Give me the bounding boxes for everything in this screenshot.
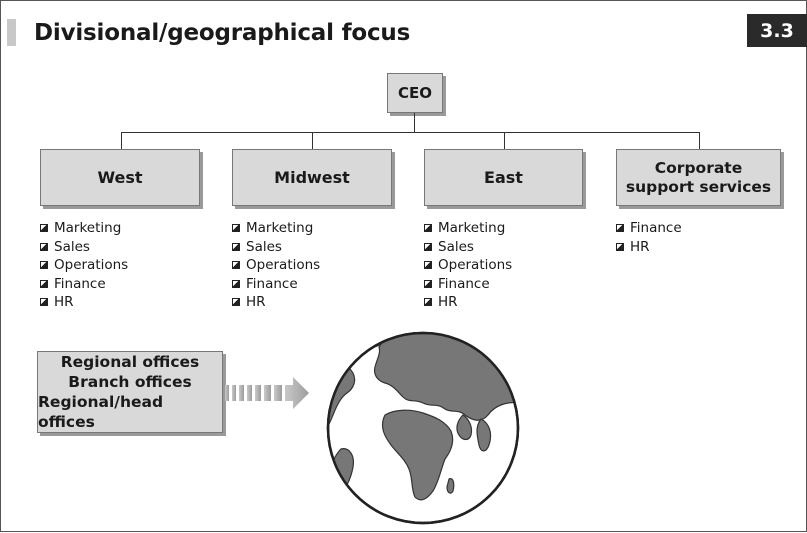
bullet-icon [40,242,48,251]
function-list-west: Marketing Sales Operations Finance HR [40,219,128,312]
division-box-corporate-support: Corporate support services [616,149,781,206]
list-item: Sales [232,238,320,257]
function-list-midwest: Marketing Sales Operations Finance HR [232,219,320,312]
title-accent-bar [7,19,16,46]
connector-corporate [699,132,700,149]
ceo-box: CEO [387,73,443,113]
bullet-icon [232,242,240,251]
offices-box: Regional offices Branch offices Regional… [37,351,223,433]
list-item: Marketing [424,219,512,238]
list-item: HR [616,238,682,257]
list-item: Marketing [40,219,128,238]
bullet-icon [40,279,48,288]
list-item: Sales [424,238,512,257]
division-box-west: West [40,149,200,206]
connector-east [504,132,505,149]
offices-line-regional: Regional offices [60,353,200,371]
bullet-icon [424,261,432,270]
bullet-icon [232,261,240,270]
figure-number-badge: 3.3 [747,14,807,47]
list-item: HR [424,293,512,312]
bullet-icon [232,224,240,232]
bullet-icon [424,224,432,232]
list-item: Finance [232,275,320,294]
division-box-east: East [424,149,583,206]
list-item: HR [40,293,128,312]
list-item: Finance [616,219,682,238]
ceo-connector-vertical [414,113,415,132]
list-item: Operations [232,256,320,275]
list-item: HR [232,293,320,312]
bullet-icon [232,279,240,288]
list-item: Operations [424,256,512,275]
function-list-east: Marketing Sales Operations Finance HR [424,219,512,312]
division-box-midwest: Midwest [232,149,392,206]
offices-line-head: Regional/head offices [38,393,164,431]
bullet-icon [40,261,48,270]
list-item: Operations [40,256,128,275]
offices-line-branch: Branch offices [68,373,192,391]
list-item: Sales [40,238,128,257]
connector-west [121,132,122,149]
bullet-icon [424,242,432,251]
bullet-icon [40,298,48,307]
arrow-right-icon [225,377,309,409]
bullet-icon [40,224,48,232]
division-connector-horizontal [121,132,700,133]
list-item: Finance [40,275,128,294]
globe-icon [326,331,520,525]
function-list-corporate-support: Finance HR [616,219,682,256]
bullet-icon [424,279,432,288]
bullet-icon [616,242,624,251]
bullet-icon [616,224,624,232]
connector-midwest [312,132,313,149]
figure-title: Divisional/geographical focus [34,20,411,46]
list-item: Marketing [232,219,320,238]
bullet-icon [232,298,240,307]
bullet-icon [424,298,432,307]
list-item: Finance [424,275,512,294]
